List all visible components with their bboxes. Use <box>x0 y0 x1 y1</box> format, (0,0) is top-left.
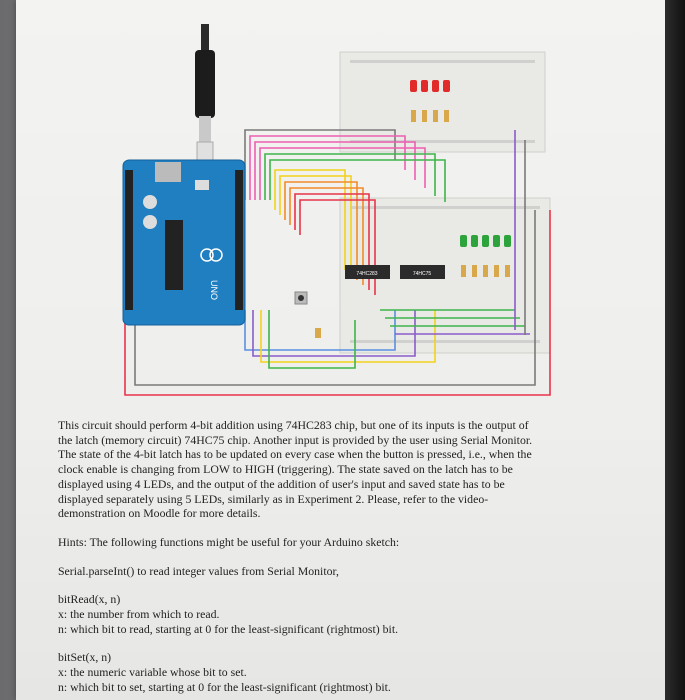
paragraph-line: This circuit should perform 4-bit additi… <box>58 418 529 432</box>
board-label: UNO <box>209 280 219 300</box>
bitset-n-desc: n: which bit to set, starting at 0 for t… <box>58 679 391 694</box>
usb-cable <box>195 24 215 165</box>
paragraph-line: the latch (memory circuit) 74HC75 chip. … <box>58 432 533 447</box>
bitread-n-desc: n: which bit to read, starting at 0 for … <box>58 621 399 636</box>
device-edge <box>665 0 685 700</box>
bitset-signature: bitSet(x, n) <box>58 650 112 665</box>
paragraph-line: displayed using 4 LEDs, and the output o… <box>58 476 505 491</box>
hints-title: Hints: The following functions might be … <box>58 534 400 549</box>
button-resistor <box>315 328 321 338</box>
chip-74hc75: 74HC75 <box>400 265 445 279</box>
instructions-text: This circuit should perform 4-bit additi… <box>58 418 613 695</box>
chip-74hc283: 74HC283 <box>345 265 390 279</box>
paragraph-line: displayed separately using 5 LEDs, simil… <box>58 491 489 506</box>
arduino-board: UNO <box>122 159 246 326</box>
chip2-label: 74HC75 <box>413 271 432 277</box>
parseint-hint: Serial.parseInt() to read integer values… <box>58 563 339 578</box>
wires <box>124 129 551 396</box>
latch-leds <box>410 80 450 122</box>
bitset-x-desc: x: the numeric variable whose bit to set… <box>58 665 247 680</box>
paragraph-line: demonstration on Moodle for more details… <box>58 506 261 521</box>
push-button <box>294 291 308 305</box>
description-paragraph: This circuit should perform 4-bit additi… <box>58 418 613 521</box>
chip1-label: 74HC283 <box>356 271 377 277</box>
paragraph-line: The state of the 4-bit latch has to be u… <box>58 447 532 462</box>
bitread-x-desc: x: the number from which to read. <box>58 607 220 622</box>
paragraph-line: clock enable is changing from LOW to HIG… <box>58 462 513 477</box>
sum-leds <box>460 235 511 277</box>
circuit-diagram: 74HC283 74HC75 UNO <box>122 24 551 396</box>
bitread-signature: bitRead(x, n) <box>58 592 121 607</box>
